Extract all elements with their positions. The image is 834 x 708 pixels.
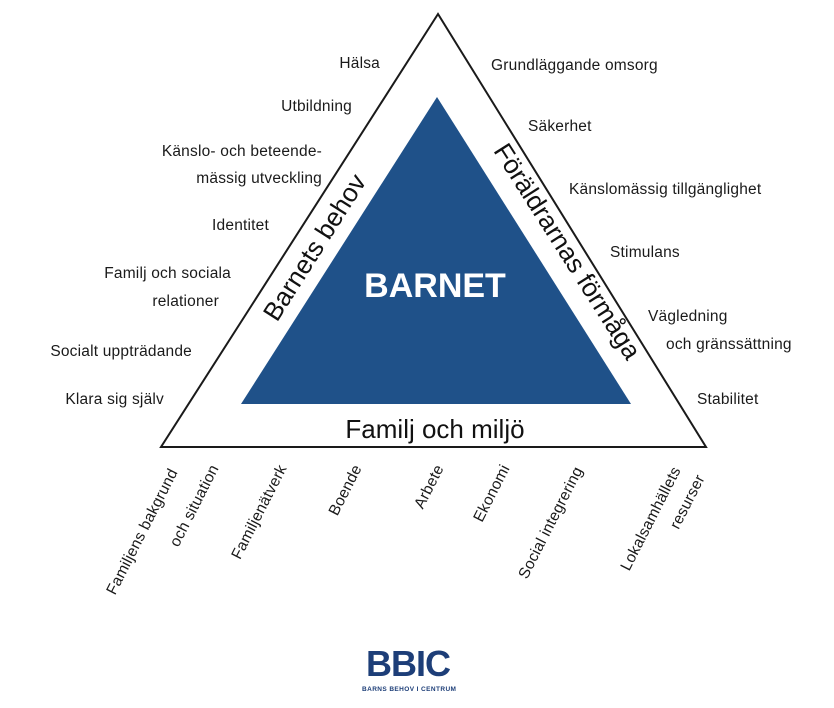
left-item: Familj och sociala <box>104 265 231 282</box>
logo-subtitle: BARNS BEHOV I CENTRUM <box>362 686 457 693</box>
right-item: Stimulans <box>610 244 680 261</box>
center-label: BARNET <box>364 267 506 305</box>
bottom-item: Familjenätverk <box>228 462 290 562</box>
right-item: Grundläggande omsorg <box>491 57 658 74</box>
bottom-item: Ekonomi <box>470 462 513 525</box>
right-item: Vägledning <box>648 308 728 325</box>
right-item: Säkerhet <box>528 118 592 135</box>
logo-mark: BBIC <box>366 643 451 684</box>
left-item: Klara sig själv <box>65 391 164 408</box>
left-item: Hälsa <box>339 55 380 72</box>
left-item: mässig utveckling <box>196 170 322 187</box>
side-label-bottom: Familj och miljö <box>345 414 524 444</box>
bottom-item: Familjens bakgrund <box>103 466 181 597</box>
left-item: Känslo- och beteende- <box>162 143 322 160</box>
right-item: Känslomässig tillgänglighet <box>569 181 762 198</box>
left-item: Socialt uppträdande <box>50 343 192 360</box>
right-item: och gränssättning <box>666 336 792 353</box>
bbic-logo: BBIC BARNS BEHOV I CENTRUM <box>310 614 500 708</box>
bottom-item: Arbete <box>411 462 447 511</box>
left-item: Utbildning <box>281 98 352 115</box>
inner-triangle <box>241 97 631 404</box>
right-item: Stabilitet <box>697 391 759 408</box>
bottom-item: Social integrering <box>515 464 586 582</box>
left-item: Identitet <box>212 217 269 234</box>
bottom-item: Boende <box>326 462 366 518</box>
left-item: relationer <box>152 293 219 310</box>
